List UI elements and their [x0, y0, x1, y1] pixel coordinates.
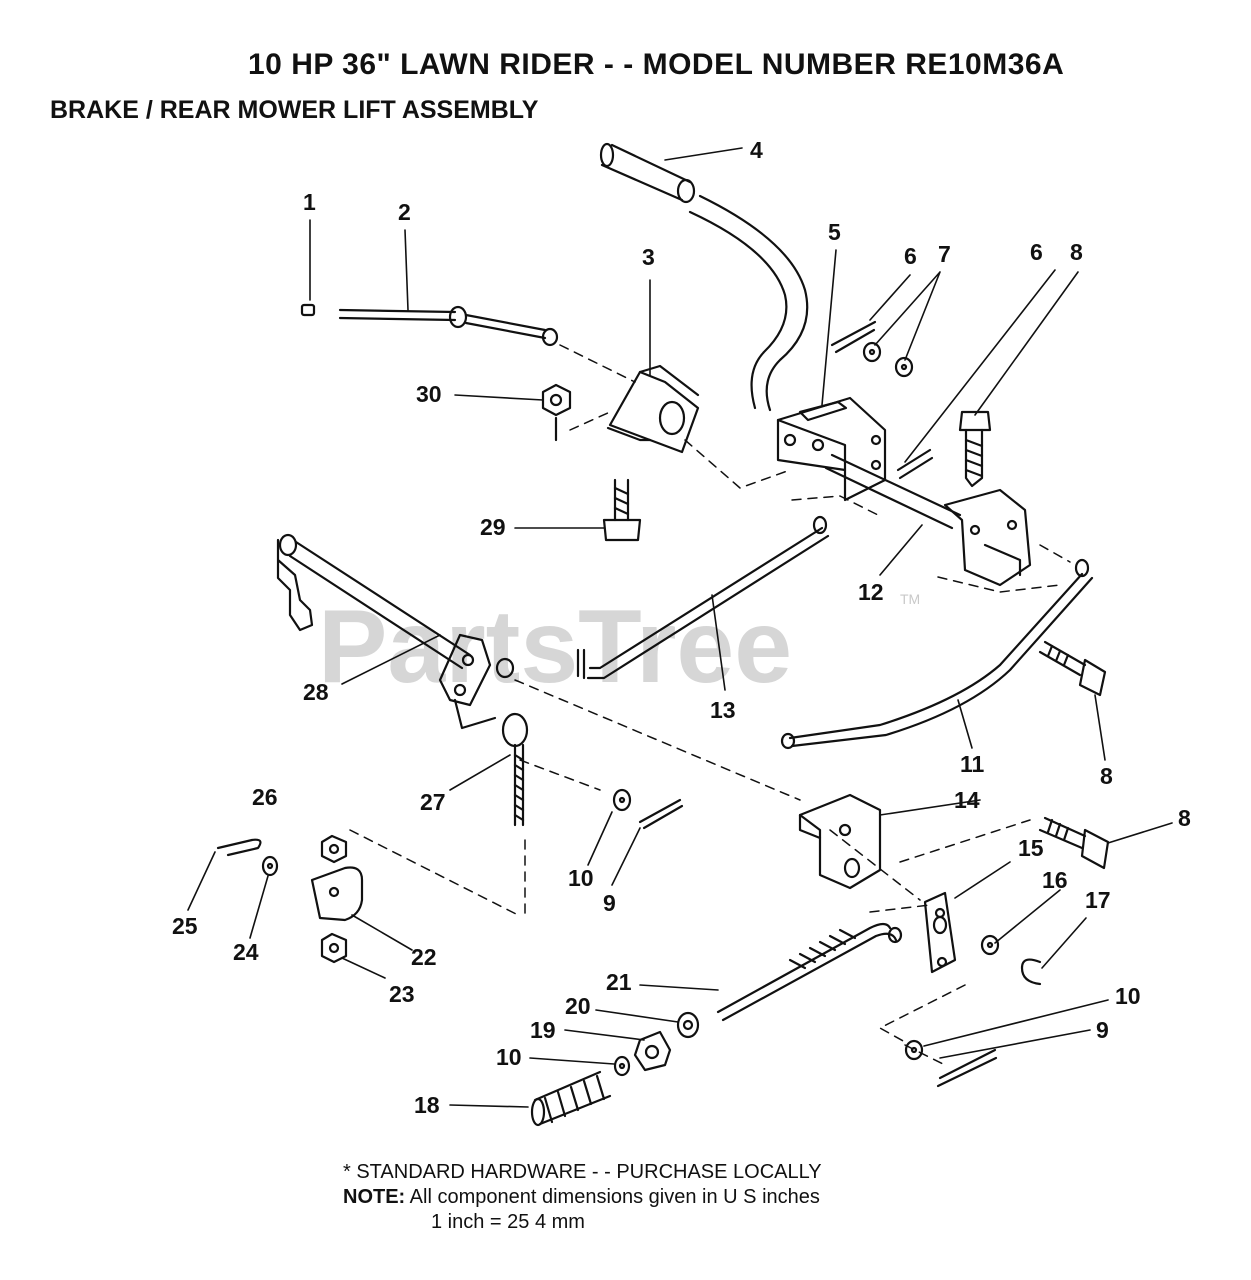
callout-7: 7 — [938, 241, 951, 267]
callout-28: 28 — [303, 679, 329, 705]
callout-23: 23 — [389, 981, 415, 1007]
callout-8c: 8 — [1178, 805, 1191, 831]
callout-20: 20 — [565, 993, 591, 1019]
conversion-note: 1 inch = 25 4 mm — [431, 1211, 585, 1233]
callout-8a: 8 — [1070, 239, 1083, 265]
callout-6a: 6 — [904, 243, 917, 269]
note-label: NOTE: — [343, 1186, 406, 1208]
callout-25: 25 — [172, 913, 198, 939]
callout-18: 18 — [414, 1092, 440, 1118]
callout-22: 22 — [411, 944, 437, 970]
callout-29: 29 — [480, 514, 506, 540]
callout-9b: 9 — [1096, 1017, 1109, 1043]
rear-lift-shaft — [276, 533, 515, 730]
watermark: PartsTree — [318, 589, 792, 705]
callout-6b: 6 — [1030, 239, 1043, 265]
eye-bolt — [501, 712, 529, 827]
callout-19: 19 — [530, 1017, 556, 1043]
washer-pin-low — [904, 1039, 998, 1088]
leader-lines — [187, 147, 1173, 1108]
cotter-pin-washers — [830, 320, 934, 480]
brake-lever — [688, 194, 809, 412]
bolt-low — [1038, 816, 1110, 870]
callout-15: 15 — [1018, 835, 1044, 861]
callout-9a: 9 — [603, 890, 616, 916]
callout-1: 1 — [303, 189, 316, 215]
washer-clip — [980, 934, 1042, 986]
rear-lift-rod — [780, 558, 1094, 750]
mounting-bracket — [606, 364, 700, 454]
callout-12: 12 — [858, 579, 884, 605]
lift-link-rod — [576, 515, 830, 680]
callout-2: 2 — [398, 199, 411, 225]
callout-30: 30 — [416, 381, 442, 407]
callout-13: 13 — [710, 697, 736, 723]
link-plate — [923, 891, 957, 974]
washer-pin-mid — [612, 788, 684, 830]
lift-shaft-bracket — [824, 453, 1032, 587]
callout-10a: 10 — [568, 865, 594, 891]
trunnion-hardware — [216, 834, 364, 964]
callout-4: 4 — [750, 137, 763, 163]
adjustment-rod — [716, 922, 903, 1022]
lever-bracket — [776, 396, 887, 502]
callout-24: 24 — [233, 939, 259, 965]
callout-labels: 1 2 3 4 5 6 7 6 8 30 29 28 12 13 11 8 27… — [172, 137, 1191, 1118]
dimension-note: NOTE: All component dimensions given in … — [343, 1185, 822, 1210]
diagram-title: 10 HP 36" LAWN RIDER - - MODEL NUMBER RE… — [248, 48, 1065, 81]
callout-17: 17 — [1085, 887, 1111, 913]
handle-grip — [599, 142, 696, 204]
assembly-lines — [349, 344, 1071, 1066]
standard-hardware-note: * STANDARD HARDWARE - - PURCHASE LOCALLY — [343, 1161, 822, 1183]
spring-hardware — [530, 1011, 700, 1127]
callout-14: 14 — [954, 787, 980, 813]
callout-27: 27 — [420, 789, 446, 815]
footer-notes: * STANDARD HARDWARE - - PURCHASE LOCALLY… — [343, 1160, 822, 1235]
carriage-bolt — [602, 478, 642, 542]
callout-26: 26 — [252, 784, 278, 810]
callout-16: 16 — [1042, 867, 1068, 893]
brake-rod — [300, 303, 559, 347]
callout-3: 3 — [642, 244, 655, 270]
callout-5: 5 — [828, 219, 841, 245]
note-text: All component dimensions given in U S in… — [409, 1186, 820, 1208]
callout-10c: 10 — [496, 1044, 522, 1070]
diagram-subtitle: BRAKE / REAR MOWER LIFT ASSEMBLY — [50, 96, 539, 124]
callout-10b: 10 — [1115, 983, 1141, 1009]
lift-bracket — [798, 793, 882, 890]
callout-11: 11 — [960, 751, 985, 777]
callout-21: 21 — [606, 969, 632, 995]
callout-8b: 8 — [1100, 763, 1113, 789]
bolt-top — [958, 410, 992, 488]
watermark-tm: TM — [900, 591, 920, 607]
bolt-mid — [1038, 640, 1107, 697]
hex-nut — [541, 383, 572, 442]
